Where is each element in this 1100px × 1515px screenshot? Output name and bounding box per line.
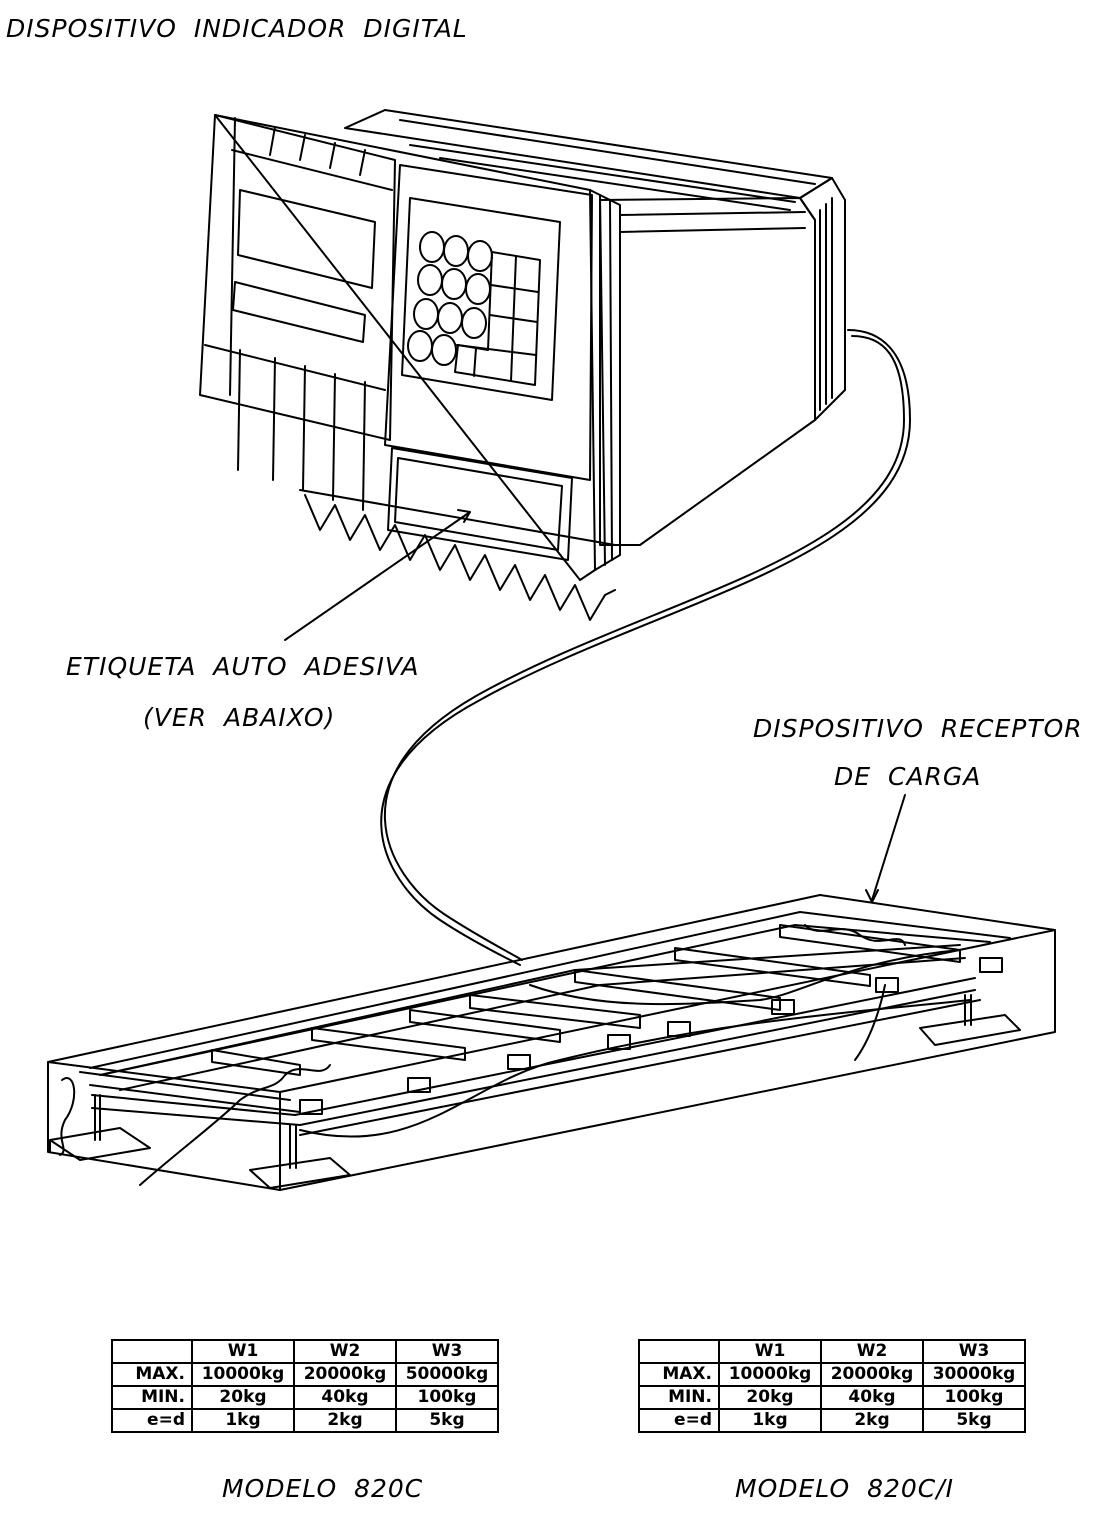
receptor-label-line1: DISPOSITIVO RECEPTOR (753, 714, 1083, 743)
receptor-label-line2: DE CARGA (834, 762, 982, 791)
table-cell: 5kg (922, 1408, 1026, 1433)
connection-cable (380, 329, 911, 966)
model-caption-820c: MODELO 820C (222, 1474, 424, 1503)
spec-table-header-row: W1 W2 W3 (111, 1339, 499, 1364)
spec-table-820c-i: W1 W2 W3 MAX. 10000kg 20000kg 30000kg MI… (638, 1339, 1026, 1433)
row-label: e=d (638, 1408, 720, 1433)
spec-table-col-w1: W1 (718, 1339, 822, 1364)
sticker-label-line2: (VER ABAIXO) (143, 703, 336, 732)
table-row: e=d 1kg 2kg 5kg (638, 1408, 1026, 1433)
table-cell: 10000kg (718, 1362, 822, 1387)
table-row: MAX. 10000kg 20000kg 50000kg (111, 1362, 499, 1387)
table-cell: 2kg (293, 1408, 397, 1433)
spec-table-col-w3: W3 (922, 1339, 1026, 1364)
indicator-device (199, 109, 846, 621)
row-label: e=d (111, 1408, 193, 1433)
sticker-leader-line (284, 511, 471, 641)
table-cell: 20kg (718, 1385, 822, 1410)
table-cell: 20kg (191, 1385, 295, 1410)
sticker-label-line1: ETIQUETA AUTO ADESIVA (66, 652, 420, 681)
row-label: MIN. (111, 1385, 193, 1410)
table-row: MIN. 20kg 40kg 100kg (638, 1385, 1026, 1410)
spec-table-820c: W1 W2 W3 MAX. 10000kg 20000kg 50000kg MI… (111, 1339, 499, 1433)
spec-table-col-w2: W2 (820, 1339, 924, 1364)
table-cell: 50000kg (395, 1362, 499, 1387)
table-cell: 40kg (293, 1385, 397, 1410)
receptor-arrowhead (865, 889, 879, 903)
weighbridge-platform (47, 894, 1056, 1191)
row-label: MAX. (638, 1362, 720, 1387)
spec-table-col-w3: W3 (395, 1339, 499, 1364)
table-cell: 20000kg (293, 1362, 397, 1387)
round-keys (407, 231, 493, 366)
spec-table-corner (638, 1339, 720, 1364)
table-cell: 2kg (820, 1408, 924, 1433)
table-cell: 1kg (718, 1408, 822, 1433)
table-cell: 10000kg (191, 1362, 295, 1387)
sticker-arrowhead (457, 509, 471, 523)
table-cell: 20000kg (820, 1362, 924, 1387)
indicator-label: DISPOSITIVO INDICADOR DIGITAL (6, 14, 468, 43)
table-cell: 40kg (820, 1385, 924, 1410)
table-row: MAX. 10000kg 20000kg 30000kg (638, 1362, 1026, 1387)
table-cell: 100kg (922, 1385, 1026, 1410)
spec-table-header-row: W1 W2 W3 (638, 1339, 1026, 1364)
row-label: MAX. (111, 1362, 193, 1387)
model-caption-820c-i: MODELO 820C/I (735, 1474, 955, 1503)
square-keys (454, 251, 541, 386)
table-cell: 5kg (395, 1408, 499, 1433)
table-cell: 30000kg (922, 1362, 1026, 1387)
receptor-leader-line (871, 794, 906, 901)
spec-table-corner (111, 1339, 193, 1364)
table-row: MIN. 20kg 40kg 100kg (111, 1385, 499, 1410)
spec-table-col-w1: W1 (191, 1339, 295, 1364)
table-cell: 1kg (191, 1408, 295, 1433)
table-row: e=d 1kg 2kg 5kg (111, 1408, 499, 1433)
table-cell: 100kg (395, 1385, 499, 1410)
spec-table-col-w2: W2 (293, 1339, 397, 1364)
row-label: MIN. (638, 1385, 720, 1410)
